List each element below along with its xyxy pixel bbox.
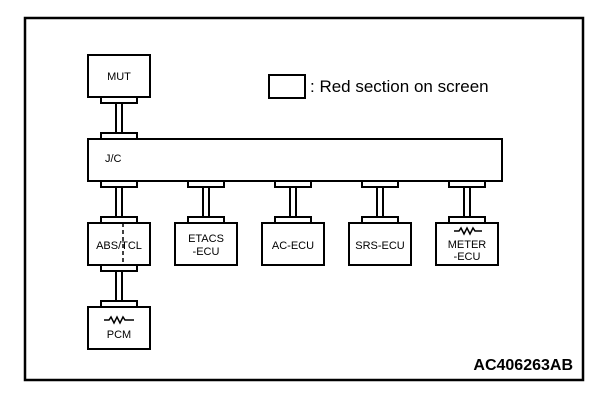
mut-connector	[100, 96, 138, 104]
ac-ecu-label: AC-ECU	[272, 240, 314, 252]
etacs-label-line2: -ECU	[193, 246, 220, 258]
resistor-icon	[454, 226, 482, 236]
pcm-node: PCM	[87, 306, 151, 350]
mut-label: MUT	[107, 71, 131, 83]
figure-code: AC406263AB	[473, 357, 573, 374]
jc-label: J/C	[105, 153, 122, 165]
etacs-ecu-node: ETACS -ECU	[174, 222, 238, 266]
resistor-icon	[104, 315, 134, 325]
etacs-label-line1: ETACS	[188, 233, 224, 245]
legend-swatch	[268, 74, 306, 99]
pcm-label: PCM	[107, 329, 131, 341]
abs-pcm-wire	[100, 264, 138, 308]
abs-tcl-label: ABS/TCL	[96, 240, 142, 252]
jc-node: J/C	[87, 138, 503, 182]
ac-ecu-node: AC-ECU	[261, 222, 325, 266]
legend: : Red section on screen	[268, 74, 489, 99]
meter-ecu-node: METER -ECU	[435, 222, 499, 266]
meter-label-line2: -ECU	[454, 251, 481, 263]
ecu-wires	[115, 187, 471, 217]
abs-tcl-node: ABS/TCL	[87, 222, 151, 266]
meter-label-line1: METER	[448, 239, 487, 251]
srs-ecu-label: SRS-ECU	[355, 240, 405, 252]
jc-bottom-connectors	[100, 180, 486, 188]
legend-text: : Red section on screen	[310, 77, 489, 96]
mut-node: MUT	[87, 54, 151, 104]
srs-ecu-node: SRS-ECU	[348, 222, 412, 266]
